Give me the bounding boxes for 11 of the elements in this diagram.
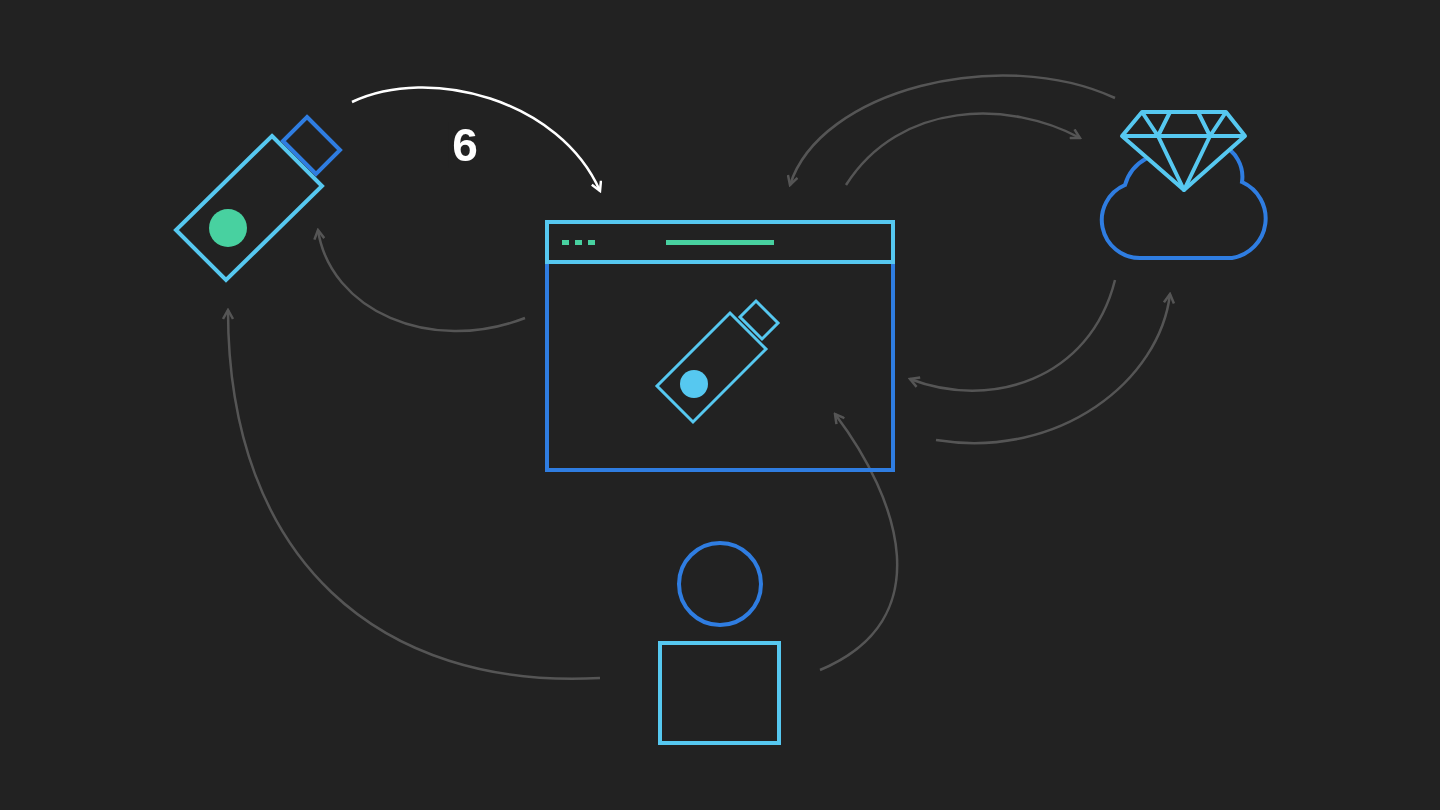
curved-arrow [935, 292, 1175, 445]
curved-arrow [788, 74, 1116, 187]
curved-arrow [351, 86, 602, 193]
usb-drive-drawing [172, 112, 344, 284]
curved-arrow [908, 279, 1117, 392]
curved-arrow [222, 308, 600, 680]
person-icon [656, 540, 783, 746]
curved-arrow [819, 412, 899, 672]
curved-arrow [845, 112, 1082, 186]
browser-window-drawing [544, 219, 896, 474]
curved-arrow [314, 228, 526, 333]
